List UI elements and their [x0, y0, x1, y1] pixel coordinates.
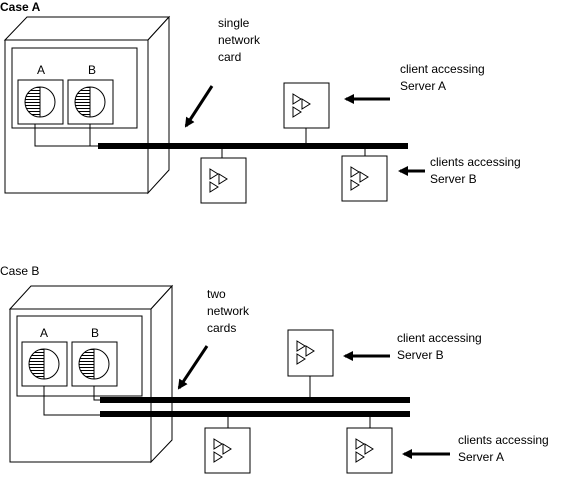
case-a-group: Case A A B	[0, 0, 524, 204]
case-b-note-line-3: cards	[207, 321, 236, 335]
case-b-note-arrow	[177, 345, 209, 390]
case-a-note-line-3: card	[218, 50, 241, 64]
case-a-network-bus	[98, 143, 408, 149]
case-a-client-bottom-right	[341, 155, 388, 202]
case-b-server-b-label: B	[91, 326, 99, 340]
case-b-group: Case B A B	[0, 264, 552, 474]
case-b-server-b-module	[71, 341, 118, 387]
disk-icon	[24, 86, 56, 118]
client-icon	[350, 166, 369, 191]
client-icon	[355, 438, 374, 463]
case-b-note: two network cards	[207, 287, 252, 335]
case-b-title: Case B	[0, 264, 39, 278]
case-a-server-a-module	[17, 79, 64, 125]
case-a-note: single network card	[218, 16, 263, 64]
case-b-server-a-cable	[43, 386, 100, 416]
case-b-client-top-line-1: client accessing	[397, 331, 482, 345]
case-a-note-arrow	[184, 85, 214, 128]
case-a-server-b-module	[67, 79, 114, 125]
disk-icon	[74, 86, 106, 118]
case-b-server-a-module	[21, 341, 68, 387]
disk-icon	[78, 348, 110, 380]
case-b-network-bus-1	[100, 397, 410, 403]
case-a-client-top-label: client accessing Server A	[400, 62, 488, 93]
case-a-title: Case A	[0, 0, 41, 14]
case-a-note-line-1: single	[218, 16, 250, 30]
case-b-client-top-label: client accessing Server B	[397, 331, 485, 362]
case-b-note-line-2: network	[207, 304, 250, 318]
case-b-server-a-label: A	[40, 326, 48, 340]
case-b-client-top	[287, 329, 334, 377]
case-b-network-bus-2	[100, 411, 410, 417]
case-b-client-bottom-line-2: Server A	[458, 450, 504, 464]
case-a-server-a-cable	[34, 124, 98, 147]
case-b-server-b-cable	[93, 386, 100, 401]
disk-icon	[28, 348, 60, 380]
case-b-client-bottom-left	[204, 427, 251, 474]
case-a-client-bottom-label: clients accessing Server B	[430, 155, 524, 186]
case-a-client-bottom-left	[200, 157, 247, 204]
case-b-client-bottom-label: clients accessing Server A	[458, 433, 552, 464]
case-a-client-bottom-line-1: clients accessing	[430, 155, 521, 169]
case-a-client-top	[283, 82, 330, 129]
case-a-note-line-2: network	[218, 33, 261, 47]
case-a-server-a-label: A	[37, 63, 45, 77]
client-icon	[292, 93, 311, 118]
case-a-client-top-line-2: Server A	[400, 79, 446, 93]
client-icon	[213, 438, 232, 463]
case-a-client-bottom-line-2: Server B	[430, 172, 477, 186]
case-a-server-b-label: B	[88, 63, 96, 77]
client-icon	[209, 168, 228, 193]
case-a-client-top-line-1: client accessing	[400, 62, 485, 76]
client-icon	[296, 340, 315, 365]
case-b-client-bottom-right	[346, 427, 393, 474]
case-b-client-bottom-line-1: clients accessing	[458, 433, 549, 447]
case-b-note-line-1: two	[207, 287, 226, 301]
case-b-client-top-line-2: Server B	[397, 348, 444, 362]
